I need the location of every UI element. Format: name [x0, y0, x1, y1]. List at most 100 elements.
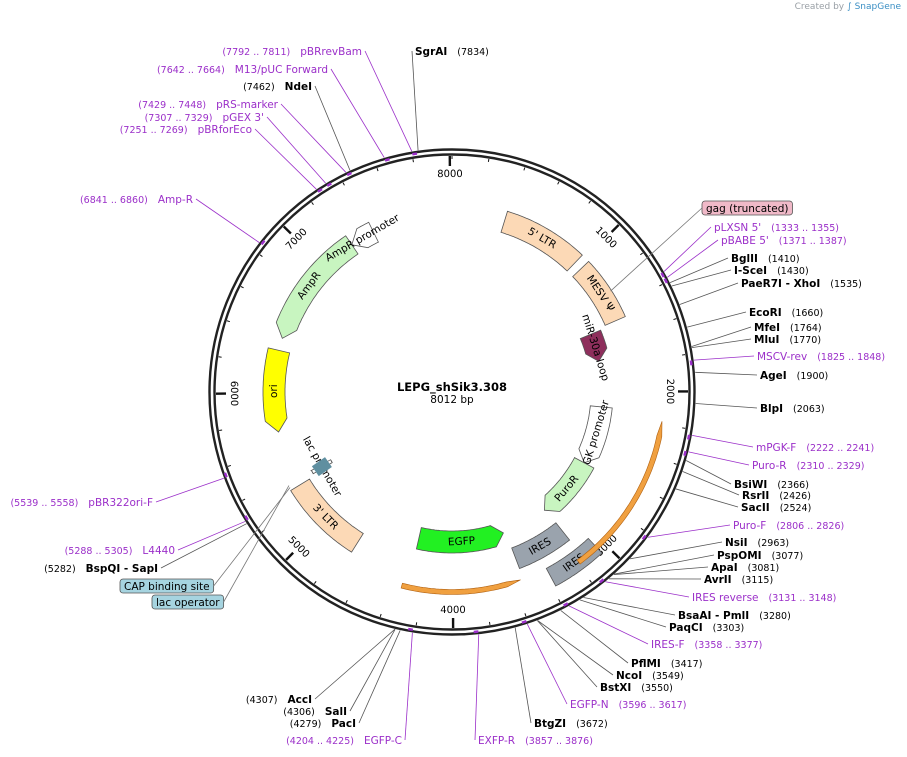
feature-mir-30a-loop[interactable]: [579, 329, 608, 362]
svg-text:(1410): (1410): [768, 254, 800, 265]
enzyme-ncoi[interactable]: NcoI(3549): [537, 620, 684, 682]
svg-text:(1660): (1660): [792, 308, 824, 319]
enzyme-blpi[interactable]: BlpI (2063): [695, 403, 825, 415]
feature-mesv-[interactable]: [572, 260, 626, 326]
primer-pbabe-5-[interactable]: pBABE 5' (1371 .. 1387): [663, 235, 847, 284]
backbone-outer-ring: [208, 148, 696, 636]
svg-text:(1430): (1430): [777, 266, 809, 277]
enzyme-pspomi[interactable]: PspOMI(3077): [614, 550, 803, 575]
svg-text:(7834): (7834): [457, 47, 489, 58]
enzyme-btgzi[interactable]: BtgZI(3672): [514, 627, 608, 730]
feature-3-ltr[interactable]: [290, 478, 364, 553]
svg-text:IRES reverse: IRES reverse: [692, 592, 759, 604]
enzyme-bsiwi[interactable]: BsiWI(2366): [685, 460, 809, 491]
enzyme-bstxi[interactable]: BstXI(3550): [537, 620, 673, 694]
primer-ires-f[interactable]: IRES-F(3358 .. 3377): [563, 602, 763, 651]
boxed-gag-truncated-[interactable]: gag (truncated): [610, 200, 793, 292]
enzyme-apai[interactable]: ApaI (3081): [613, 562, 780, 575]
svg-text:(1770): (1770): [789, 335, 821, 346]
svg-text:(3596 .. 3617): (3596 .. 3617): [619, 700, 687, 711]
enzyme-sgrai[interactable]: SgrAI(7834): [411, 46, 489, 151]
feature-5-ltr[interactable]: [500, 210, 583, 272]
svg-text:(2063): (2063): [793, 404, 825, 415]
primer-plxsn-5-[interactable]: pLXSN 5'(1333 .. 1355): [660, 222, 839, 278]
svg-text:pBABE 5': pBABE 5': [721, 235, 769, 247]
enzyme-mfei[interactable]: MfeI(1764): [691, 322, 822, 347]
enzyme-sacii[interactable]: SacII(2524): [675, 488, 811, 514]
primer-exfp-r[interactable]: EXFP-R(3857 .. 3876): [473, 630, 593, 747]
svg-text:EXFP-R: EXFP-R: [478, 735, 515, 747]
feature-pgk-promoter[interactable]: [578, 405, 613, 464]
enzyme-bsaai[interactable]: BsaAI - PmlI(3280): [583, 597, 791, 622]
feature-ires[interactable]: [511, 522, 571, 570]
feature-puror[interactable]: [543, 457, 595, 512]
svg-text:RsrII: RsrII: [742, 490, 769, 502]
enzyme-mlui[interactable]: MluI(1770): [691, 334, 821, 349]
primer-ires-reverse[interactable]: IRES reverse(3131 .. 3148): [599, 578, 837, 604]
feature-ampr[interactable]: [275, 235, 359, 339]
svg-text:BlpI: BlpI: [760, 403, 783, 415]
svg-text:AgeI: AgeI: [760, 370, 787, 382]
svg-text:(1371 .. 1387): (1371 .. 1387): [779, 236, 847, 247]
major-tick: [285, 551, 294, 561]
enzyme-pflmi[interactable]: PflMI(3417): [560, 610, 703, 670]
enzyme-rsrii[interactable]: RsrII(2426): [682, 471, 811, 502]
primer-egfp-c[interactable]: EGFP-C(4204 .. 4225): [286, 627, 414, 747]
enzyme-sali[interactable]: SalI(4306): [283, 629, 396, 718]
enzyme-paqci[interactable]: PaqCI(3303): [579, 599, 744, 634]
svg-text:ApaI: ApaI: [711, 562, 738, 574]
primer-pbrrevbam[interactable]: pBRrevBam(7792 .. 7811): [222, 46, 418, 156]
svg-text:BtgZI: BtgZI: [534, 718, 566, 730]
svg-text:(5288 .. 5305): (5288 .. 5305): [65, 546, 133, 557]
tick-label: 2000: [664, 379, 675, 404]
primer-prs-marker[interactable]: pRS-marker(7429 .. 7448): [138, 99, 352, 177]
enzyme-ndei[interactable]: NdeI(7462): [243, 81, 351, 171]
boxed-cap-binding-site[interactable]: CAP binding site: [119, 487, 291, 594]
primer-pbr322ori-f[interactable]: pBR322ori-F(5539 .. 5558): [10, 472, 228, 509]
enzyme-bspqi[interactable]: BspQI - SapI(5282): [44, 523, 247, 575]
svg-text:MSCV-rev: MSCV-rev: [757, 351, 807, 363]
boxed-lac-operator[interactable]: lac operator: [151, 485, 290, 610]
svg-text:(1333 .. 1355): (1333 .. 1355): [771, 223, 839, 234]
primer-pgex-3-[interactable]: pGEX 3'(7307 .. 7329): [145, 112, 332, 187]
minor-tick: [227, 464, 232, 467]
svg-text:lac operator: lac operator: [156, 597, 220, 609]
svg-text:I-SceI: I-SceI: [734, 265, 767, 277]
svg-text:(4306): (4306): [283, 707, 315, 718]
primer-pbrforeco[interactable]: pBRforEco(7251 .. 7269): [120, 124, 323, 193]
enzyme-paer7i[interactable]: PaeR7I - XhoI(1535): [679, 278, 862, 305]
enzyme-avrii[interactable]: AvrII(3115): [608, 574, 773, 586]
enzyme-agei[interactable]: AgeI(1900): [695, 370, 828, 382]
svg-text:(1535): (1535): [830, 279, 862, 290]
svg-text:PacI: PacI: [331, 718, 356, 730]
primer-mscv-rev[interactable]: MSCV-rev(1825 .. 1848): [689, 351, 885, 366]
primer-m13-puc-forward[interactable]: M13/pUC Forward(7642 .. 7664): [157, 64, 390, 162]
minor-tick: [659, 496, 663, 499]
primer-puro-r[interactable]: Puro-R(2310 .. 2329): [683, 450, 865, 472]
svg-text:L4440: L4440: [142, 545, 175, 557]
enzyme-acci[interactable]: AccI(4307): [246, 628, 396, 706]
feature-ampr-promoter[interactable]: [351, 221, 379, 249]
primer-puro-f[interactable]: Puro-F(2806 .. 2826): [641, 520, 844, 540]
svg-text:(7462): (7462): [243, 82, 275, 93]
enzyme-ecori[interactable]: EcoRI(1660): [687, 307, 824, 328]
enzyme-nsii[interactable]: NsiI(2963): [629, 537, 789, 560]
feature-egfp[interactable]: [415, 525, 504, 554]
primer-mpgk-f[interactable]: mPGK-F(2222 .. 2241): [687, 434, 874, 454]
enzyme-paci[interactable]: PacI(4279): [290, 630, 401, 730]
enzyme-bglii[interactable]: BglII(1410): [669, 253, 800, 283]
svg-text:EGFP-N: EGFP-N: [570, 699, 609, 711]
primer-egfp-n[interactable]: EGFP-N (3596 .. 3617): [521, 620, 687, 711]
svg-text:(2310 .. 2329): (2310 .. 2329): [797, 461, 865, 472]
enzyme-i-scei[interactable]: I-SceI (1430): [671, 265, 809, 287]
svg-text:NcoI: NcoI: [616, 670, 642, 682]
minor-tick: [259, 254, 263, 257]
feature-ires[interactable]: [545, 537, 603, 587]
svg-text:NsiI: NsiI: [725, 537, 748, 549]
feature-ori[interactable]: [262, 347, 291, 433]
svg-text:(3081): (3081): [748, 563, 780, 574]
svg-text:IRES-F: IRES-F: [651, 639, 685, 651]
primer-l4440[interactable]: L4440 (5288 .. 5305): [65, 515, 249, 557]
primer-amp-r[interactable]: Amp-R(6841 .. 6860): [80, 194, 266, 246]
svg-text:(7429 .. 7448): (7429 .. 7448): [138, 100, 206, 111]
